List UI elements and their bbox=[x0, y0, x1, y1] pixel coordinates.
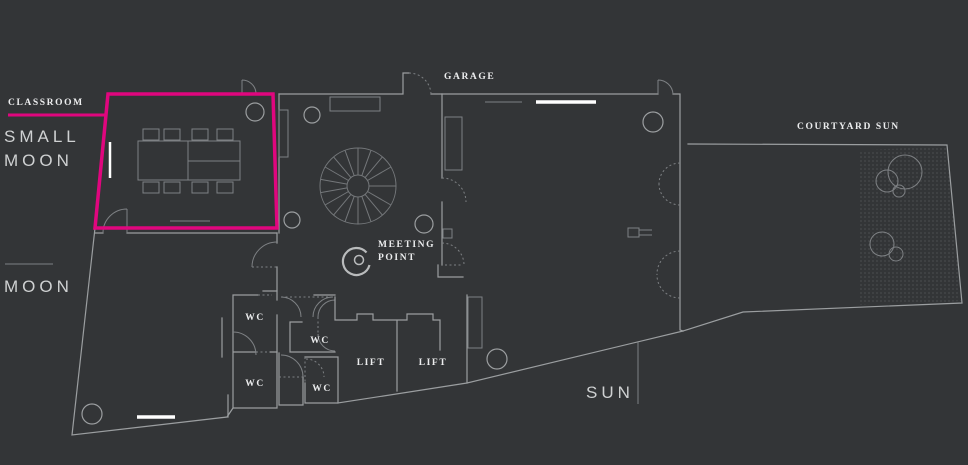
sun-pillar bbox=[467, 296, 483, 349]
classroom-exterior-door bbox=[241, 79, 257, 94]
wc3-label[interactable]: WC bbox=[245, 379, 265, 389]
courtyard-trees bbox=[869, 154, 923, 262]
lift-sun-walls bbox=[334, 294, 684, 404]
hall-walls bbox=[241, 72, 684, 332]
classroom-furniture bbox=[108, 102, 265, 222]
wc2-double-door bbox=[317, 299, 336, 352]
lift-walls bbox=[334, 296, 441, 392]
garage-entry-door-arc bbox=[408, 72, 432, 95]
wc4-door bbox=[304, 357, 325, 383]
wc1-wc3-walls bbox=[232, 294, 278, 409]
classroom-label[interactable]: CLASSROOM bbox=[8, 98, 84, 108]
moon-label[interactable]: MOON bbox=[4, 277, 73, 296]
hall-top-niche bbox=[329, 96, 381, 112]
classroom-chairs bbox=[142, 128, 234, 194]
meeting-point-symbol bbox=[341, 246, 371, 277]
moon-room-walls bbox=[71, 208, 278, 436]
lobby-double-door bbox=[280, 296, 334, 318]
small-moon-label-line1[interactable]: SMALL bbox=[4, 127, 80, 146]
small-moon-label-line2[interactable]: MOON bbox=[4, 151, 73, 170]
mid-room-door-arc bbox=[280, 354, 304, 378]
spiral-stair bbox=[319, 147, 397, 225]
sun-column bbox=[486, 348, 508, 370]
garage-label[interactable]: GARAGE bbox=[444, 72, 495, 82]
garage-corner-door bbox=[657, 79, 674, 95]
hall-column-3 bbox=[414, 214, 434, 234]
garage-walls bbox=[437, 93, 681, 299]
classroom-column bbox=[245, 102, 265, 122]
garage-right-fixture bbox=[627, 227, 652, 238]
courtyard-sun-label[interactable]: COURTYARD SUN bbox=[797, 122, 900, 132]
garage-left-pilaster bbox=[444, 116, 463, 171]
wc2-walls bbox=[289, 294, 336, 353]
mid-room-walls bbox=[278, 352, 304, 406]
moon-column bbox=[81, 403, 103, 425]
top-walls bbox=[278, 72, 684, 332]
wc3-door-arc bbox=[232, 331, 257, 356]
corridor-door-arc bbox=[251, 241, 278, 268]
garage-left-door-arc bbox=[441, 177, 467, 203]
hall-fixture bbox=[442, 228, 453, 239]
wc4-walls bbox=[304, 356, 339, 404]
garage-column bbox=[642, 111, 664, 133]
courtyard-paving-texture bbox=[858, 147, 961, 305]
hall-right-step-wall bbox=[437, 264, 464, 278]
meeting-point-label-line2[interactable]: POINT bbox=[378, 253, 416, 263]
hall-column-2 bbox=[283, 211, 301, 229]
wc-corridor-walls bbox=[232, 232, 339, 409]
moon-outline bbox=[71, 227, 234, 436]
hall-left-pilaster bbox=[278, 109, 289, 158]
lift1-label[interactable]: LIFT bbox=[357, 358, 386, 368]
garage-right-double-doors bbox=[656, 162, 681, 299]
hall-column-1 bbox=[303, 106, 321, 124]
moon-right-wall bbox=[221, 317, 229, 418]
sun-label[interactable]: SUN bbox=[586, 383, 634, 402]
wc2-label[interactable]: WC bbox=[310, 336, 330, 346]
courtyard-outline bbox=[682, 143, 963, 332]
classroom-highlight-outline[interactable] bbox=[93, 92, 279, 230]
wc-door-openings bbox=[256, 294, 272, 353]
meeting-door-arc bbox=[441, 242, 465, 266]
courtyard-wall bbox=[682, 143, 963, 332]
wc1-label[interactable]: WC bbox=[245, 313, 265, 323]
classroom-room[interactable] bbox=[8, 92, 279, 230]
wc4-label[interactable]: WC bbox=[312, 384, 332, 394]
lift2-label[interactable]: LIFT bbox=[419, 358, 448, 368]
meeting-point-label-line1[interactable]: MEETING bbox=[378, 240, 435, 250]
